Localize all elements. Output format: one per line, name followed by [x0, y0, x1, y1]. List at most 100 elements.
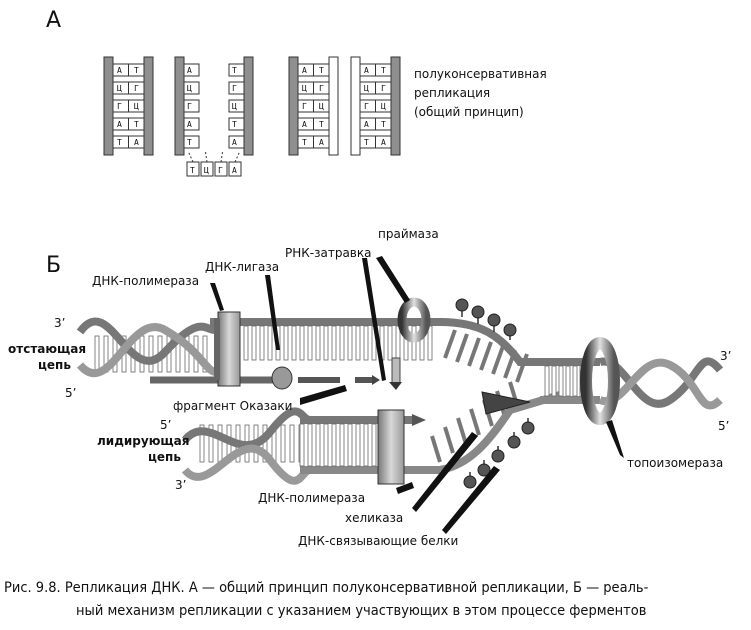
- parental-duplex-right: [540, 357, 724, 410]
- rung: [323, 325, 329, 361]
- rung: [251, 325, 257, 361]
- base-right: А: [232, 138, 237, 147]
- label-leading-strand-1: лидирующая: [97, 434, 189, 448]
- label-dna-polymerase-bottom: ДНК-полимераза: [258, 491, 365, 505]
- rung: [289, 424, 295, 463]
- half-base-right: [228, 99, 245, 113]
- ssb-proteins-bottom: [463, 418, 535, 489]
- rung: [339, 423, 345, 467]
- label-dna-polymerase-top: ДНК-полимераза: [92, 274, 199, 288]
- free-base: [479, 341, 493, 371]
- rung: [243, 325, 249, 361]
- ssb-protein: [503, 323, 517, 337]
- base-left: Т: [302, 138, 307, 147]
- lagging-helix-left: [76, 317, 217, 378]
- rung: [259, 325, 265, 361]
- rung: [565, 365, 571, 397]
- rung: [315, 423, 321, 467]
- rung: [148, 335, 154, 373]
- rung: [395, 325, 401, 361]
- helicase: [481, 391, 531, 415]
- panel-a-description-2: репликация: [414, 86, 490, 100]
- base-right: Г: [381, 84, 386, 93]
- rung: [558, 365, 564, 397]
- base-right: А: [319, 138, 324, 147]
- assembly-arrow: [205, 151, 208, 163]
- rung: [572, 365, 578, 397]
- dna-polymerase-bottom: [377, 409, 405, 485]
- rung: [94, 335, 100, 373]
- rung: [307, 325, 313, 361]
- ssb-protein: [487, 313, 501, 327]
- rung: [427, 325, 433, 361]
- primase: [397, 297, 431, 343]
- base-right: Ц: [232, 102, 237, 111]
- base-left: А: [187, 66, 192, 75]
- free-base: [443, 426, 455, 454]
- label-okazaki-fragment: фрагмент Оказаки: [173, 399, 292, 413]
- base-left: Т: [187, 138, 192, 147]
- leading-duplex: [299, 391, 562, 474]
- rung: [411, 325, 417, 361]
- rung: [208, 424, 214, 463]
- free-base: [491, 345, 505, 375]
- end-lead-5: 5’: [160, 418, 171, 432]
- base-right: Т: [232, 120, 237, 129]
- free-base: [515, 353, 529, 383]
- base-left: А: [117, 120, 122, 129]
- rung: [363, 325, 369, 361]
- base-left: Г: [117, 102, 122, 111]
- free-nucleotide-label: Г: [218, 166, 223, 175]
- free-base: [503, 349, 517, 379]
- rung: [299, 325, 305, 361]
- ssb-protein: [521, 421, 535, 435]
- base-right: Ц: [134, 102, 139, 111]
- end-lag-5: 5’: [65, 386, 76, 400]
- base-right: Ц: [381, 102, 386, 111]
- caption-line-2: ный механизм репликации с указанием учас…: [76, 603, 647, 619]
- rung: [315, 325, 321, 361]
- panel-b-letter: Б: [46, 253, 61, 278]
- ssb-protein: [455, 298, 469, 312]
- end-lag-3: 3’: [54, 316, 65, 330]
- base-right: Т: [381, 120, 386, 129]
- end-right-3: 3’: [720, 349, 731, 363]
- free-base: [467, 337, 481, 367]
- rung: [551, 365, 557, 397]
- panel-a-description-1: полуконсервативная: [414, 67, 547, 81]
- dna-polymerase-top: [217, 311, 241, 387]
- ssb-protein: [477, 463, 491, 477]
- rung: [291, 325, 297, 361]
- end-right-5: 5’: [718, 419, 729, 433]
- rung: [323, 423, 329, 467]
- base-left: Г: [364, 102, 369, 111]
- half-base-right: [228, 81, 245, 95]
- label-lagging-strand-1: отстающая: [8, 342, 86, 356]
- assembly-arrow: [220, 151, 223, 163]
- label-pointers: [210, 256, 624, 534]
- label-ssb-proteins: ДНК-связывающие белки: [298, 534, 458, 548]
- label-leading-strand-2: цепь: [148, 450, 181, 464]
- ssb-protein: [491, 449, 505, 463]
- rung: [347, 423, 353, 467]
- ssb-protein: [471, 305, 485, 319]
- free-nucleotide-label: А: [232, 166, 237, 175]
- rung: [267, 325, 273, 361]
- rung: [199, 424, 205, 463]
- dna-ligase: [271, 366, 293, 390]
- base-right: Т: [134, 66, 139, 75]
- free-base: [443, 329, 457, 359]
- topoisomerase: [580, 337, 620, 425]
- label-dna-ligase: ДНК-лигаза: [205, 260, 279, 274]
- rung: [371, 423, 377, 467]
- rung: [202, 335, 208, 373]
- base-right: А: [134, 138, 139, 147]
- rung: [355, 423, 361, 467]
- rung: [280, 424, 286, 463]
- rung: [331, 423, 337, 467]
- base-left: А: [364, 120, 369, 129]
- base-right: Г: [134, 84, 139, 93]
